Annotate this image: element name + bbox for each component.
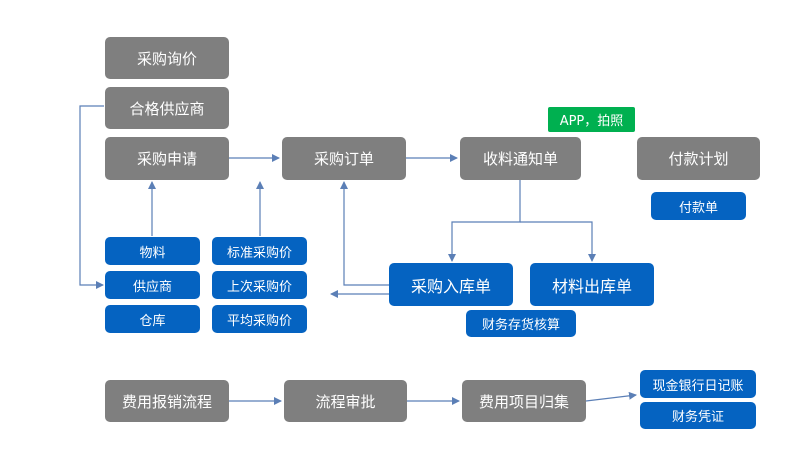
node-purchase-order[interactable]: 采购订单 <box>282 137 406 180</box>
node-purchase-inquiry[interactable]: 采购询价 <box>105 37 229 79</box>
arrow-receipt-to-order <box>340 181 389 286</box>
node-payment-plan[interactable]: 付款计划 <box>637 137 760 180</box>
node-material-issue[interactable]: 材料出库单 <box>530 263 654 306</box>
node-process-approval[interactable]: 流程审批 <box>284 380 407 422</box>
node-expense-collection[interactable]: 费用项目归集 <box>462 380 586 422</box>
node-average-price[interactable]: 平均采购价 <box>212 305 307 333</box>
node-supplier[interactable]: 供应商 <box>105 271 200 299</box>
node-cash-bank-journal[interactable]: 现金银行日记账 <box>640 370 756 398</box>
node-qualified-supplier[interactable]: 合格供应商 <box>105 87 229 129</box>
node-material[interactable]: 物料 <box>105 237 200 265</box>
node-last-price[interactable]: 上次采购价 <box>212 271 307 299</box>
arrow-collection-to-ledger <box>585 391 637 402</box>
node-standard-price[interactable]: 标准采购价 <box>212 237 307 265</box>
node-expense-reimbursement[interactable]: 费用报销流程 <box>105 380 229 422</box>
tag-app-photo: APP，拍照 <box>548 107 635 132</box>
node-receiving-notice[interactable]: 收料通知单 <box>460 137 581 180</box>
node-payment-bill[interactable]: 付款单 <box>651 192 746 220</box>
node-inventory-accounting[interactable]: 财务存货核算 <box>466 310 576 337</box>
node-purchase-requisition[interactable]: 采购申请 <box>105 137 229 180</box>
node-purchase-receipt[interactable]: 采购入库单 <box>389 263 513 306</box>
arrow-qualified-supplier-to-supplier <box>79 105 104 289</box>
arrow-receiving-to-issue <box>520 221 596 262</box>
arrow-receiving-split <box>448 180 521 262</box>
node-warehouse[interactable]: 仓库 <box>105 305 200 333</box>
node-financial-voucher[interactable]: 财务凭证 <box>640 402 756 429</box>
